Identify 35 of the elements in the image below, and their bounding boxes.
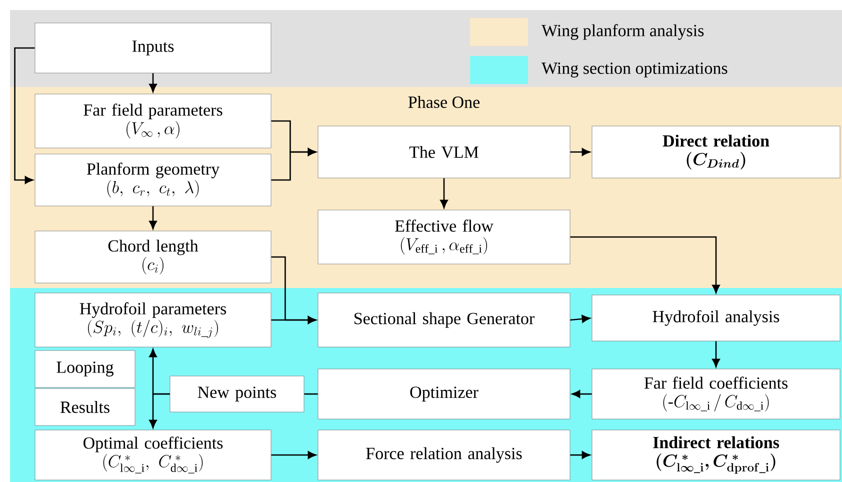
process-box: Chord length $(c_i)$ <box>34 230 272 284</box>
arrow <box>712 341 720 368</box>
arrow <box>440 178 448 208</box>
process-box: Sectional shape Generator <box>318 292 570 348</box>
process-box: Planform geometry $(b,\ c_r,\ c_t,\ \lambda)$ <box>34 154 272 206</box>
process-box: Effective flow $(V_{\mathrm{eff\_i}}\,, \alpha_{\mathrm{eff\_i}})$ <box>318 210 570 264</box>
arrow <box>570 236 720 294</box>
arrow <box>149 206 157 230</box>
legend-label: Wing section optimizations <box>542 62 728 78</box>
process-box: Looping <box>34 350 136 388</box>
arrow <box>570 148 590 156</box>
process-box: Far field coefficients $(\text{-}C_{\mathrm{l}\infty\_\mathrm{i}} \,/\, C_{\mathrm{d}\infty\_\mathrm{i}})$ <box>592 368 840 420</box>
process-box: New points <box>170 376 304 412</box>
process-box: Inputs <box>34 22 272 74</box>
arrow <box>149 393 170 428</box>
legend-label: Wing planform analysis <box>542 24 704 40</box>
arrow <box>271 316 316 324</box>
arrow <box>271 451 316 459</box>
process-box: Indirect relations $\boldsymbol{(C_{\mathbf{l}\infty\_\mathbf{i}}^{\;*}, C_{\mathbf{dprof\_i}}^{\;*})}$ <box>592 430 840 480</box>
process-box: Far field parameters $(V_{\infty}\,, \alpha)$ <box>34 94 272 148</box>
arrow <box>572 390 592 398</box>
arrow <box>149 73 157 92</box>
process-box: Optimal coefficients $(C_{\mathrm{l}\infty\_\mathrm{i}}^{\;*},\ C_{\mathrm{d}\infty\_\mathrm{i}}^{\;*})$ <box>34 430 272 480</box>
process-box: The VLM <box>318 126 570 178</box>
process-box: Optimizer <box>318 368 570 420</box>
process-box: Force relation analysis <box>318 430 570 480</box>
process-box: Direct relation $\boldsymbol{(C_{Dind})}$ <box>592 126 840 178</box>
process-box: Hydrofoil parameters $(Sp_i,\ (t/c)_i,\ w_{li\_j})$ <box>34 292 272 348</box>
arrow <box>271 148 316 181</box>
phase-label: Phase One <box>408 96 480 108</box>
arrow <box>570 451 590 459</box>
process-box: Hydrofoil analysis <box>592 294 840 342</box>
process-box: Results <box>34 388 136 426</box>
arrow <box>570 314 590 323</box>
arrow <box>14 47 35 184</box>
